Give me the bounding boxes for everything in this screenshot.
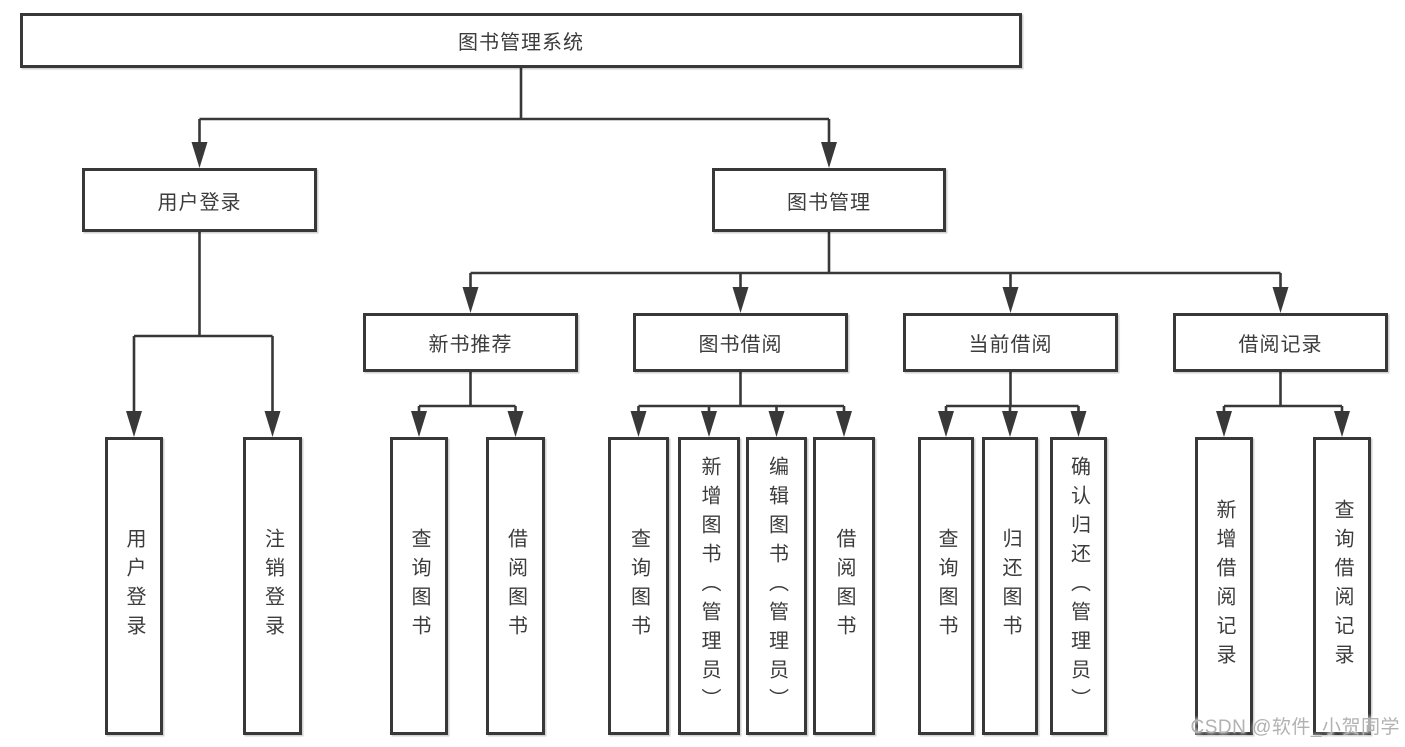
watermark: CSDN @软件_小贺同学 bbox=[1190, 717, 1400, 738]
leaf-logout: 注销登录 bbox=[243, 437, 302, 735]
leaf-user-login: 用户登录 bbox=[105, 437, 163, 735]
leaf-borrow-books-recommend: 借阅图书 bbox=[486, 437, 545, 735]
node-book-borrowing: 图书借阅 bbox=[633, 313, 848, 372]
leaf-add-book-admin: 新增图书（管理员） bbox=[678, 437, 740, 735]
leaf-return-books: 归还图书 bbox=[982, 437, 1038, 735]
node-current-borrowing: 当前借阅 bbox=[903, 313, 1118, 372]
leaf-confirm-return-admin: 确认归还（管理员） bbox=[1050, 437, 1107, 735]
leaf-query-books-current: 查询图书 bbox=[918, 437, 974, 735]
node-new-book-recommendation: 新书推荐 bbox=[363, 313, 578, 372]
node-user-login: 用户登录 bbox=[82, 168, 317, 232]
leaf-borrow-books-borrowing: 借阅图书 bbox=[813, 437, 875, 735]
node-book-management: 图书管理 bbox=[712, 168, 946, 232]
leaf-edit-book-admin: 编辑图书（管理员） bbox=[746, 437, 807, 735]
leaf-add-borrow-record: 新增借阅记录 bbox=[1195, 437, 1253, 735]
node-borrowing-records: 借阅记录 bbox=[1173, 313, 1388, 372]
leaf-query-books-recommend: 查询图书 bbox=[390, 437, 448, 735]
leaf-query-books-borrowing: 查询图书 bbox=[608, 437, 669, 735]
node-library-management-system: 图书管理系统 bbox=[20, 13, 1022, 68]
leaf-query-borrow-record: 查询借阅记录 bbox=[1313, 437, 1371, 735]
